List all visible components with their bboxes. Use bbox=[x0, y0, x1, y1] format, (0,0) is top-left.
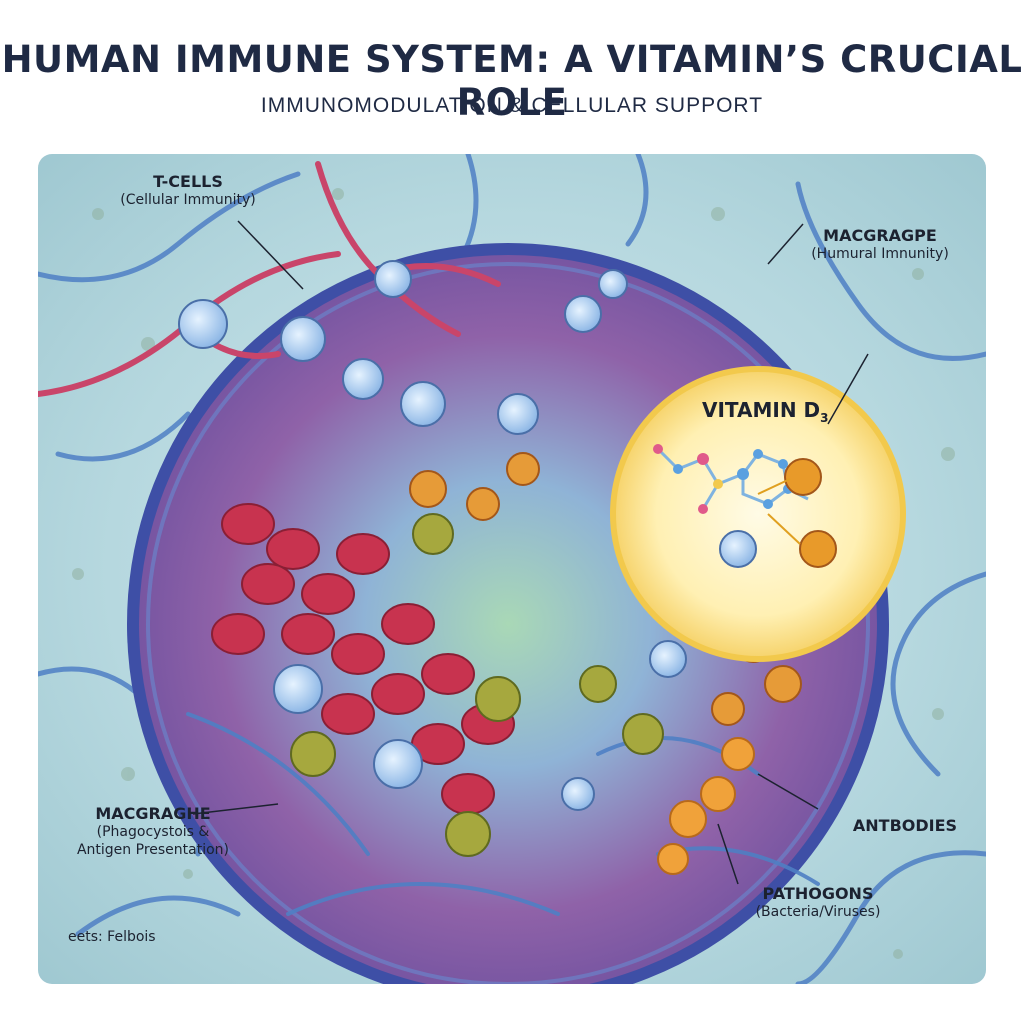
arrow-icon bbox=[767, 513, 801, 545]
page-title: HUMAN IMMUNE SYSTEM: A VITAMIN’S CRUCIAL… bbox=[1, 38, 1023, 124]
label-tcells: T-CELLS (Cellular Immunity) bbox=[120, 172, 256, 208]
label-antibodies: ANTBODIES bbox=[852, 816, 958, 835]
footer-note: eets: Felbois bbox=[68, 929, 156, 945]
antigen-cells bbox=[409, 452, 802, 726]
label-macrographe: MACGRAGHE (Phagocystois & Antigen Presen… bbox=[76, 804, 230, 858]
label-pathogens: PATHOGONS (Bacteria/Viruses) bbox=[755, 884, 881, 920]
arrow-icon bbox=[757, 478, 791, 495]
vitamin-tcell bbox=[719, 530, 757, 568]
macrophage-cells bbox=[290, 513, 664, 857]
vitamin-d3-circle bbox=[610, 366, 906, 662]
vitamin-d3-label: VITAMIN D3 bbox=[702, 398, 829, 425]
vitamin-molecule-atoms bbox=[653, 444, 793, 514]
white-blood-cells bbox=[178, 260, 687, 811]
cell-membrane bbox=[127, 243, 889, 984]
label-macrograpge: MACGRAGPE (Humural Imnunity) bbox=[811, 226, 949, 262]
pathogen-cells bbox=[657, 737, 755, 875]
vitamin-target-cell-2 bbox=[799, 530, 837, 568]
background-particles bbox=[72, 188, 955, 960]
leader-lines bbox=[192, 220, 869, 885]
page-subtitle: IMMUNOMODULATION & CELLULAR SUPPORT bbox=[260, 94, 764, 117]
immune-illustration bbox=[38, 154, 986, 984]
illustration-panel: T-CELLS (Cellular Immunity) MACGRAGPE (H… bbox=[38, 154, 986, 984]
vitamin-target-cell-1 bbox=[784, 458, 822, 496]
